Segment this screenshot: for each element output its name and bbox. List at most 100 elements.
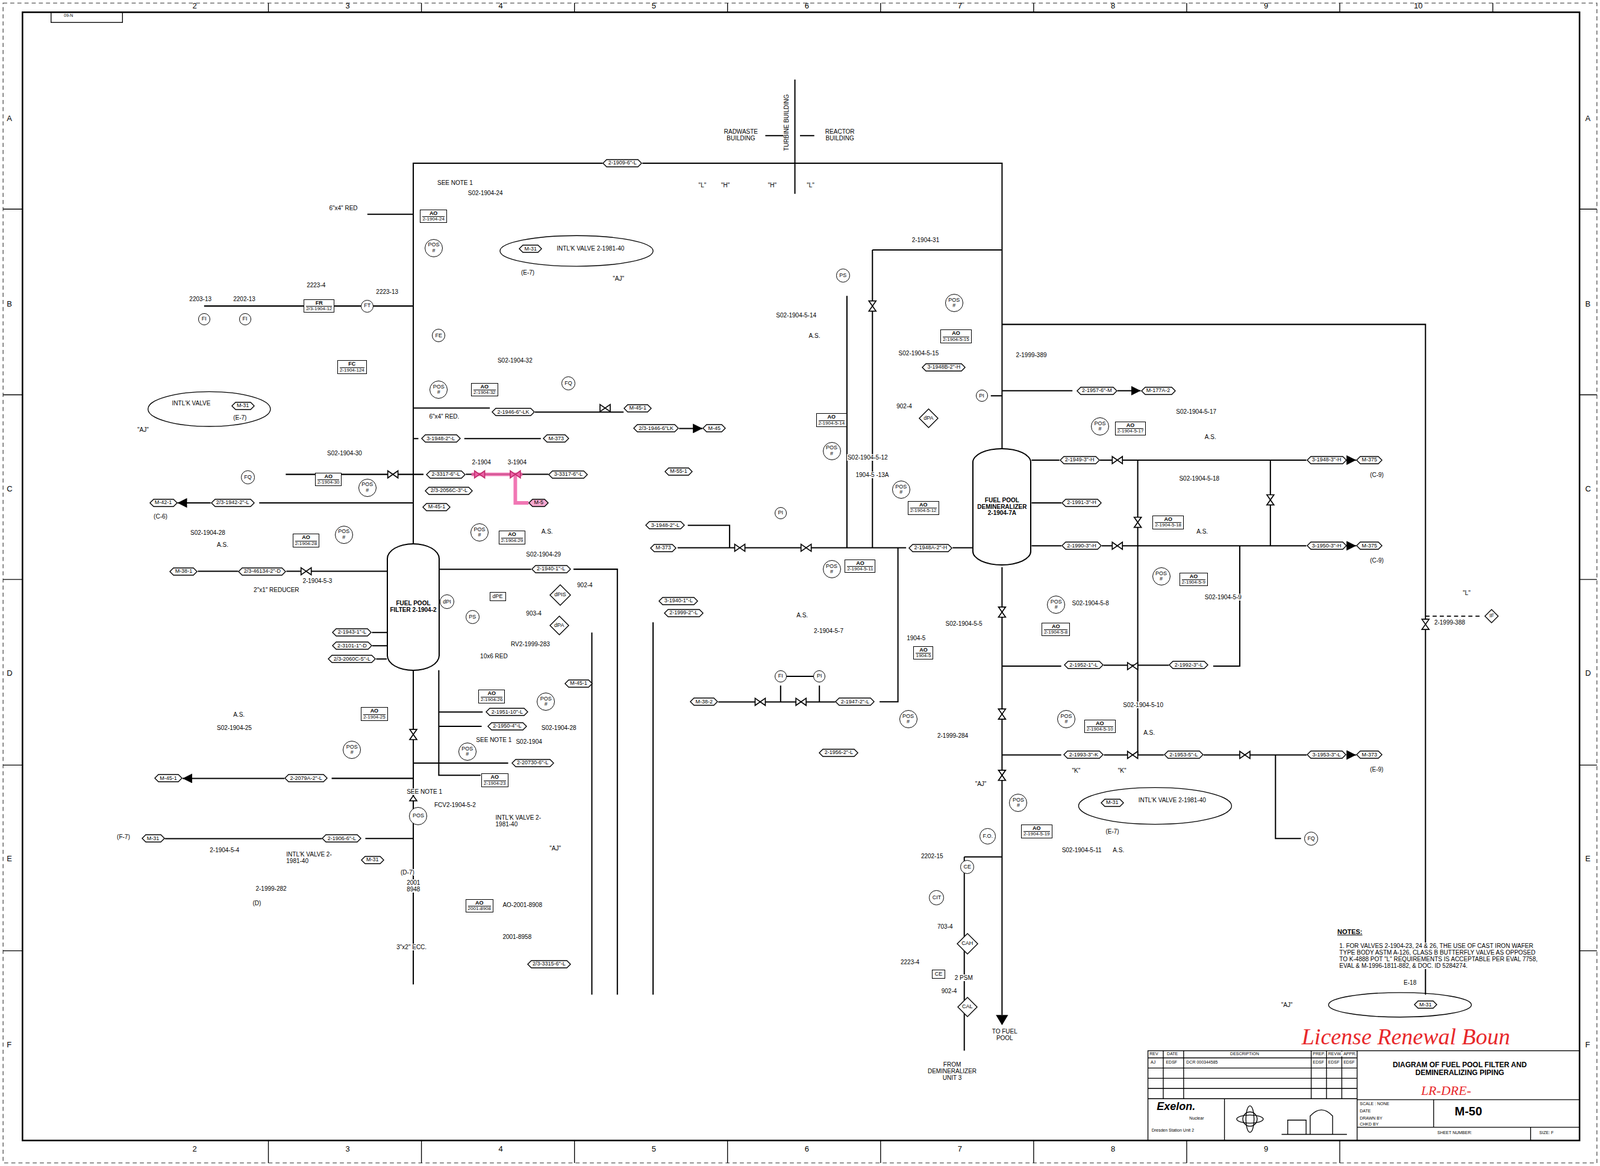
instrument-diamond: IF bbox=[1484, 609, 1499, 624]
actuator-box: AO2-1904-29 bbox=[498, 530, 526, 545]
drawing-label: 2"x1" REDUCER bbox=[253, 586, 300, 594]
drawing-label: (E-7) bbox=[232, 414, 247, 422]
drawing-label: FCV2-1904-5-2 bbox=[433, 801, 477, 809]
grid-reference: B bbox=[6, 300, 13, 309]
instrument-bubble: FT bbox=[360, 300, 374, 313]
drawing-line bbox=[148, 391, 271, 427]
actuator-box: FC2-1904-124 bbox=[337, 360, 367, 375]
shape-outline bbox=[1484, 609, 1499, 623]
node-text: 2-1904-29 bbox=[501, 538, 523, 544]
shape-outline bbox=[1356, 542, 1382, 550]
line-tag: 3-1948-2"-L bbox=[421, 434, 461, 443]
drawing-label: 2-1904-31 bbox=[911, 236, 941, 244]
grid-reference: F bbox=[6, 1040, 13, 1050]
line-tag: M-373 bbox=[1356, 750, 1383, 760]
drawing-line bbox=[687, 525, 730, 548]
drawing-line bbox=[412, 670, 414, 985]
drawing-label: DESCRIPTION bbox=[1229, 1051, 1260, 1057]
drawing-line bbox=[331, 777, 414, 779]
node-text: 2-1949-3"-H bbox=[1065, 457, 1095, 463]
node-text: POS bbox=[474, 527, 486, 533]
node-text: 2-1904-5-15 bbox=[942, 337, 970, 343]
pipe-connector bbox=[718, 701, 835, 703]
node-text: # bbox=[1054, 604, 1058, 611]
drawing-label: "AJ" bbox=[974, 780, 988, 788]
drawing-line bbox=[600, 404, 611, 413]
node-text: FI bbox=[242, 316, 248, 322]
grid-reference: 6 bbox=[804, 1145, 810, 1154]
instrument-bubble: F.O. bbox=[979, 828, 996, 845]
node-text: FT bbox=[363, 303, 371, 309]
grid-reference: 4 bbox=[498, 1, 504, 11]
drawing-line bbox=[1245, 1106, 1255, 1133]
actuator-box: AO2-1904-28 bbox=[292, 533, 320, 548]
node-text: M-373 bbox=[1361, 752, 1378, 758]
drawing-label: (E-9) bbox=[1369, 766, 1384, 773]
drawing-line bbox=[471, 474, 529, 504]
drawing-label: INTL'K VALVE 2-1981-40 bbox=[285, 851, 333, 865]
drawing-label: EDSF bbox=[1327, 1060, 1341, 1066]
node-text: AO bbox=[846, 560, 873, 567]
shape-outline bbox=[169, 568, 197, 576]
drawing-line bbox=[1078, 787, 1232, 825]
drawing-label: "H" bbox=[767, 181, 778, 189]
node-text: AO bbox=[910, 502, 937, 509]
grid-reference: 5 bbox=[651, 1145, 657, 1154]
drawing-line bbox=[22, 12, 1580, 1141]
shape-outline bbox=[624, 404, 652, 413]
shape-outline bbox=[922, 363, 966, 372]
drawing-label: INTL'K VALVE 2-1981-40 bbox=[495, 814, 543, 828]
node-text: dPA bbox=[923, 415, 934, 422]
drawing-line bbox=[1275, 754, 1301, 839]
drawing-label: S02-1904-5-15 bbox=[898, 350, 940, 357]
pipe-connector bbox=[182, 777, 285, 779]
drawing-label: SHEET NUMBER: bbox=[1436, 1130, 1473, 1136]
node-text: 2-1904-5-12 bbox=[910, 508, 937, 514]
instrument-bubble: PI bbox=[774, 507, 787, 520]
node-text: POS bbox=[412, 813, 425, 819]
line-tag: 2-1957-6"-M bbox=[1076, 386, 1118, 396]
node-text: M-45-1 bbox=[159, 775, 178, 782]
node-text: 3-1940-1"-L bbox=[664, 598, 693, 604]
node-text: AO bbox=[1117, 422, 1144, 429]
shape-outline bbox=[1101, 799, 1124, 807]
shape-outline bbox=[1169, 661, 1208, 669]
grid-reference: 9 bbox=[1263, 1, 1269, 11]
shape-outline bbox=[527, 960, 571, 969]
shape-outline bbox=[835, 698, 875, 706]
pipe-connector bbox=[1101, 545, 1307, 547]
instrument-bubble: POS# bbox=[424, 239, 443, 258]
grid-reference: A bbox=[1584, 114, 1592, 123]
node-text: POS bbox=[361, 481, 373, 488]
shape-outline bbox=[548, 471, 588, 479]
shape-outline bbox=[519, 245, 542, 253]
instrument-bubble: FE bbox=[431, 328, 446, 343]
drawing-label: S02-1904-5-14 bbox=[775, 312, 817, 319]
grid-reference: A bbox=[6, 114, 13, 123]
actuator-box: AO2-1904-5-17 bbox=[1115, 421, 1147, 436]
drawing-line bbox=[367, 213, 414, 216]
drawing-label: AJ bbox=[1150, 1060, 1157, 1066]
node-text: 2-1946-6"-LK bbox=[496, 409, 529, 416]
drawing-label: 2-1999-388 bbox=[1433, 619, 1466, 626]
node-text: 2-1990-3"-H bbox=[1066, 543, 1097, 549]
drawing-label: AO-2001-8908 bbox=[501, 901, 543, 909]
drawing-label: Dresden Station Unit 2 bbox=[1151, 1128, 1195, 1134]
drawing-line bbox=[652, 622, 654, 995]
node-text: 2-1991-3"-H bbox=[1066, 500, 1097, 506]
node-text: 2001-8908 bbox=[468, 906, 491, 912]
instrument-bubble: POS# bbox=[1057, 710, 1076, 729]
node-text: POS bbox=[825, 445, 838, 451]
shape-outline bbox=[1414, 1001, 1437, 1009]
drawing-label: LR-DRE- bbox=[1420, 1083, 1472, 1099]
drawing-line bbox=[1213, 545, 1240, 667]
node-text: M-373 bbox=[548, 436, 564, 442]
drawing-label: SCALE : NONE bbox=[1359, 1101, 1390, 1107]
node-text: POS bbox=[1050, 599, 1063, 605]
drawing-line bbox=[872, 249, 1002, 251]
node-text: # bbox=[465, 751, 469, 758]
node-text: POS bbox=[948, 297, 960, 304]
line-tag: M-373 bbox=[650, 543, 677, 553]
